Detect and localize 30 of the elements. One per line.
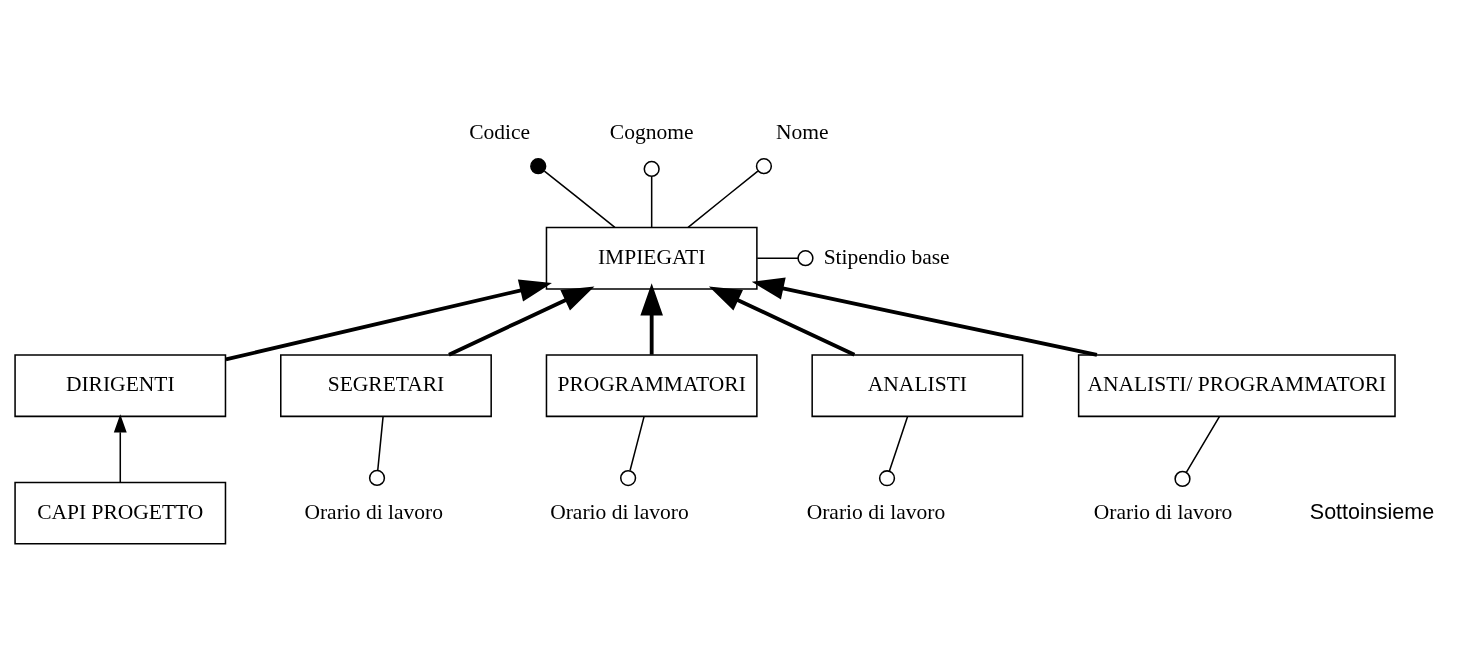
node-text: Orario di lavoro <box>550 499 689 524</box>
node-text: Orario di lavoro <box>304 499 443 524</box>
connector <box>368 415 386 487</box>
connector <box>878 415 909 487</box>
connector <box>1174 415 1221 487</box>
arrow <box>225 279 552 362</box>
node-box: ANALISTI/ PROGRAMMATORI <box>1077 354 1396 418</box>
node-text: Codice <box>469 120 531 145</box>
node-box: ANALISTI <box>811 354 1024 418</box>
node-box: IMPIEGATI <box>545 226 758 290</box>
arrow <box>640 283 663 355</box>
node-box: DIRIGENTI <box>14 354 227 418</box>
connector <box>530 158 616 229</box>
arrow <box>751 277 1098 357</box>
node-box: CAPI PROGETTO <box>14 481 227 545</box>
connector <box>619 415 645 487</box>
node-text: Nome <box>775 120 829 145</box>
node-box: SEGRETARI <box>280 354 492 418</box>
node-text: Orario di lavoro <box>1093 499 1233 524</box>
arrow <box>448 286 595 357</box>
node-box: PROGRAMMATORI <box>545 354 758 418</box>
label: Sottoinsieme <box>1309 499 1435 524</box>
connector <box>756 250 814 267</box>
node-text: Cognome <box>609 120 694 145</box>
node-text: Stipendio base <box>823 244 950 269</box>
arrow <box>113 414 127 483</box>
connector <box>687 158 773 229</box>
connector <box>643 160 660 229</box>
arrow <box>708 286 856 357</box>
node-text: Orario di lavoro <box>806 499 946 524</box>
